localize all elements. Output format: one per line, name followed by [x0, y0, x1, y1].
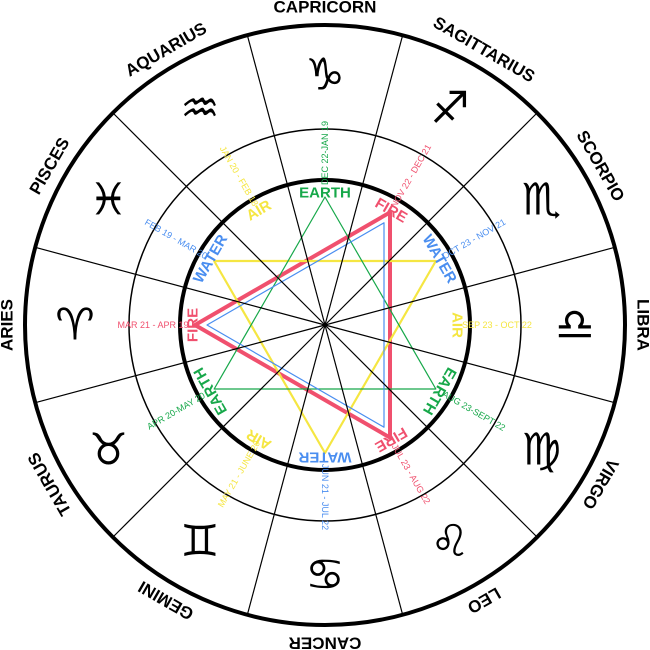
taurus-symbol-icon: ♉ [89, 425, 128, 476]
virgo-symbol-icon: ♍ [522, 425, 561, 476]
divider-line [324, 246, 615, 326]
date-range-libra: SEP 23 - OCT 22 [462, 320, 532, 330]
sagittarius-symbol-icon: ♐ [430, 83, 469, 134]
element-label-capricorn: EARTH [299, 185, 351, 202]
libra-symbol-icon: ♎ [555, 300, 594, 351]
leo-symbol-icon: ♌ [430, 516, 469, 567]
sign-name-virgo: VIRGO [578, 456, 622, 513]
pisces-symbol-icon: ♓ [89, 175, 128, 226]
divider-line [112, 112, 326, 326]
sign-name-gemini: GEMINI [135, 577, 197, 624]
divider-line [324, 324, 615, 404]
divider-line [35, 324, 326, 404]
sign-name-aries: ARIES [0, 299, 17, 351]
gemini-symbol-icon: ♊ [180, 516, 219, 567]
water-triangle [206, 222, 385, 428]
sign-name-pisces: PISCES [26, 134, 74, 198]
date-range-pisces: FEB 19 - MAR 20 [143, 217, 209, 261]
scorpio-symbol-icon: ♏ [522, 175, 561, 226]
date-range-cancer: JUN 21 - JUL 22 [320, 464, 330, 530]
date-range-leo: JUL 23 - AUG 22 [390, 442, 433, 506]
sign-name-taurus: TAURUS [24, 449, 75, 519]
sign-name-libra: LIBRA [634, 299, 650, 351]
divider-line [324, 35, 404, 326]
divider-line [324, 324, 538, 538]
cancer-symbol-icon: ♋ [305, 550, 344, 601]
sign-name-cancer: CANCER [289, 634, 362, 650]
date-range-sagittarius: NOV 22 - DEC 21 [389, 143, 433, 210]
aries-symbol-icon: ♈ [55, 300, 94, 351]
date-range-aries: MAR 21 - APR 19 [117, 320, 188, 330]
divider-line [246, 324, 326, 615]
fire-triangle [193, 210, 392, 440]
outer-ring [23, 23, 627, 627]
element-label-aries: FIRE [185, 308, 202, 342]
earth-triangle [213, 196, 437, 390]
sign-name-capricorn: CAPRICORN [274, 0, 377, 17]
inner-ring [178, 178, 472, 472]
divider-line [324, 324, 404, 615]
capricorn-symbol-icon: ♑ [305, 50, 344, 101]
element-label-cancer: WATER [298, 449, 351, 466]
air-triangle [213, 259, 437, 455]
house-dividers [35, 35, 615, 615]
date-range-taurus: APR 20-MAY 20 [145, 390, 206, 431]
date-range-gemini: MAY 21 - JUNE 20 [216, 439, 262, 509]
date-range-scorpio: OCT 23 - NOV 21 [441, 217, 508, 261]
divider-line [112, 324, 326, 538]
divider-line [35, 246, 326, 326]
sign-ring [128, 128, 522, 522]
element-triangles [193, 196, 437, 455]
divider-line [324, 112, 538, 326]
date-range-aquarius: JAN 20 - FEB 18 [218, 144, 260, 207]
date-range-capricorn: DEC 22-JAN 19 [320, 121, 330, 185]
aquarius-symbol-icon: ♒ [180, 83, 219, 134]
date-range-virgo: AUG 23-SEPT 22 [441, 389, 507, 433]
element-label-libra: AIR [449, 312, 466, 338]
divider-line [246, 35, 326, 326]
